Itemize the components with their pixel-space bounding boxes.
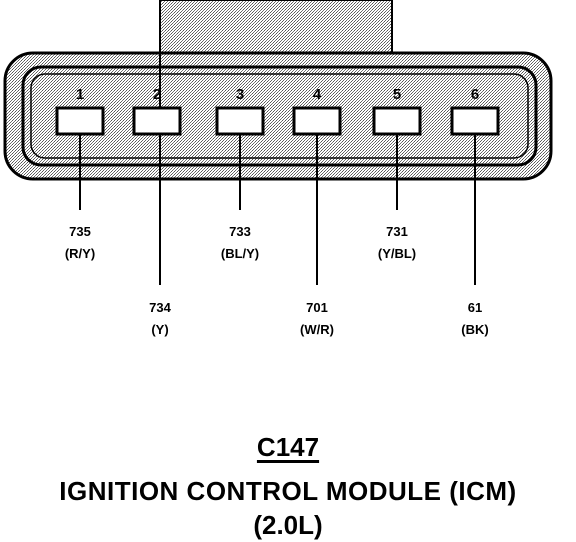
pin-number-6: 6	[471, 86, 479, 103]
module-name-title: IGNITION CONTROL MODULE (ICM)	[59, 476, 517, 506]
connector-id-text: C147	[256, 432, 320, 462]
wire-color-1: (R/Y)	[65, 246, 95, 261]
pin-cavity-4	[292, 106, 342, 136]
pin-number-1: 1	[76, 86, 84, 103]
pin-number-3: 3	[236, 86, 244, 103]
wire-color-3: (BL/Y)	[221, 246, 259, 261]
circuit-number-3: 733	[229, 224, 251, 239]
circuit-number-6: 61	[468, 300, 482, 315]
connector-face-inner-line	[30, 73, 529, 159]
connector-id-title: C147	[0, 432, 576, 463]
pin-cavity-2	[132, 106, 182, 136]
pin-cavity-1	[55, 106, 105, 136]
circuit-number-1: 735	[69, 224, 91, 239]
wire-color-5: (Y/BL)	[378, 246, 416, 261]
wire-color-4: (W/R)	[300, 322, 334, 337]
pins-layer: 1 735 (R/Y) 2 734 (Y) 3 733 (BL/Y) 4 701 (W/R) 5 731 (…	[55, 0, 500, 337]
pin-cavity-3	[215, 106, 265, 136]
pin-number-5: 5	[393, 86, 401, 103]
pin-cavity-5	[372, 106, 422, 136]
pin-number-2: 2	[153, 86, 161, 103]
circuit-number-5: 731	[386, 224, 408, 239]
pin-number-4: 4	[313, 86, 322, 103]
pin-cavity-6	[450, 106, 500, 136]
circuit-number-4: 701	[306, 300, 328, 315]
circuit-number-2: 734	[149, 300, 171, 315]
engine-size-label: (2.0L)	[253, 510, 323, 540]
connector-face	[21, 65, 538, 167]
wire-color-6: (BK)	[461, 322, 488, 337]
connector-tab	[159, 0, 393, 59]
wire-color-2: (Y)	[151, 322, 168, 337]
